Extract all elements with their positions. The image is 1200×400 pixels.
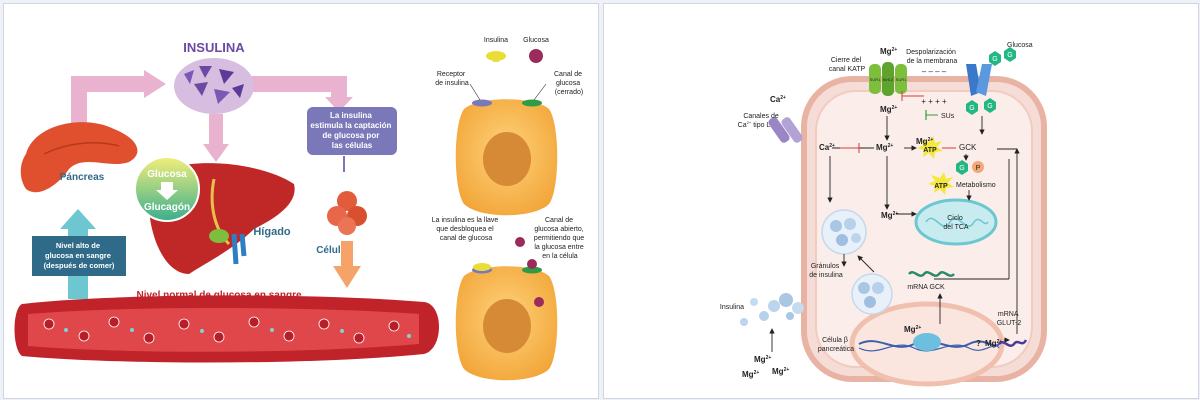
pancreas-label: Páncreas xyxy=(60,172,105,183)
katp-channel xyxy=(869,62,907,96)
calcium-channel xyxy=(768,117,803,143)
nucleus xyxy=(849,301,1005,387)
ca-channels-label: Canales de Ca2+tipo L xyxy=(738,113,781,129)
beta-cell-diagram: Insulina SUR1 Kir6.2 SUR1 Cierre del can… xyxy=(720,42,1047,387)
legend-insulina: Insulina xyxy=(484,37,508,44)
kir62: Kir6.2 xyxy=(883,77,894,82)
gck-label: GCK xyxy=(959,143,977,152)
g5: G xyxy=(959,165,964,172)
pancreas-organ xyxy=(20,122,138,193)
insulin-granules xyxy=(821,209,893,315)
cells-down-arrow xyxy=(333,241,361,288)
glucosa-label: Glucosa xyxy=(147,169,187,180)
g1: G xyxy=(992,56,997,63)
inhibitory-arrows xyxy=(840,91,956,153)
insulina-title: INSULINA xyxy=(183,40,245,55)
mrna-gck-strand xyxy=(908,271,955,277)
glucose-legend-icon xyxy=(529,49,543,63)
celulas-label: Células xyxy=(316,245,352,256)
katp-label: Cierre del canal KATP xyxy=(829,57,866,73)
high-glucose-box xyxy=(32,236,126,276)
pathway-arrows xyxy=(769,116,1020,352)
mitochondrion xyxy=(914,198,998,246)
g2: G xyxy=(1007,52,1012,59)
atp-mid: ATP xyxy=(934,183,948,190)
atp-burst-top xyxy=(917,136,943,159)
mrna-glut2-label: mRNA GLUT-2 xyxy=(997,311,1022,327)
mg-center: Mg2+ xyxy=(876,143,893,152)
secreted-insulin xyxy=(740,293,804,326)
glucagon-label: Glucagón xyxy=(144,202,190,213)
mrna-gck-label: mRNA GCK xyxy=(907,284,945,291)
mg-katp-lower: Mg2+ xyxy=(880,105,897,114)
legend-glucosa: Glucosa xyxy=(523,37,549,44)
mg-outside-2: Mg2+ xyxy=(742,370,759,379)
minus-signs: – – – – xyxy=(922,67,947,76)
ciclo-label: Ciclo del TCA xyxy=(943,215,968,231)
g3: G xyxy=(969,105,974,112)
cell-open-channel xyxy=(455,237,558,381)
higado-label: Hígado xyxy=(253,226,291,238)
insulina-out-label: Insulina xyxy=(720,304,744,311)
stimulus-box xyxy=(307,107,397,155)
g4: G xyxy=(987,103,992,110)
glucose-glucagon-badge xyxy=(134,156,200,222)
p-label: P xyxy=(976,165,981,172)
mg-outside-1: Mg2+ xyxy=(754,355,771,364)
ca-outside: Ca2+ xyxy=(770,95,786,104)
blood-vessel xyxy=(14,295,439,363)
insulin-molecules xyxy=(174,58,254,114)
plus-signs: + + + + xyxy=(921,97,947,106)
mg-mito: Mg2+ xyxy=(881,211,898,220)
cell-closed-channel xyxy=(455,99,558,216)
glucose-transporter xyxy=(966,64,992,96)
depol-label: Despolarización de la membrana xyxy=(906,49,958,65)
cells-cluster xyxy=(327,191,367,235)
receptor-label: Receptor de insulina xyxy=(435,71,469,87)
canal-cerrado-label: Canal de glucosa (cerrado) xyxy=(554,71,584,96)
metabolismo-label: Metabolismo xyxy=(956,182,996,189)
canal-abierto-label: Canal de glucosa abierto, permitiendo qu… xyxy=(534,217,586,260)
question-mark: ? xyxy=(976,339,981,348)
sur1-left: SUR1 xyxy=(870,77,881,82)
mg-outside-3: Mg2+ xyxy=(772,367,789,376)
sur1-right: SUR1 xyxy=(896,77,907,82)
ca-inside: Ca2+ xyxy=(819,143,835,152)
glucose-molecules xyxy=(956,47,1016,175)
beta-cell-panel: Insulina SUR1 Kir6.2 SUR1 Cierre del can… xyxy=(603,3,1199,399)
atp-burst-mid xyxy=(928,172,954,195)
insulin-overview-diagram: INSULINA Páncreas Hígado Glucosa Glucagó… xyxy=(14,37,586,381)
high-glucose-text: Nivel alto de glucosa en sangre (después… xyxy=(44,241,115,270)
mg-atp: Mg2+ xyxy=(916,137,933,146)
mrna-glut2-strand xyxy=(998,339,1028,347)
key-label: La insulina es la llave que desbloquea e… xyxy=(432,217,501,242)
sus-label: SUs xyxy=(941,113,955,120)
stimulus-text: La insulina estimula la captación de glu… xyxy=(310,111,393,150)
atp-top: ATP xyxy=(923,147,937,154)
normal-level-label: Nivel normal de glucosa en sangre xyxy=(136,290,301,301)
glucosa-right-label: Glucosa xyxy=(1007,42,1033,49)
mg-nucleus: Mg2+ xyxy=(904,325,921,334)
granulos-label: Gránulos de insulina xyxy=(809,263,843,279)
phosphate xyxy=(972,161,984,173)
insulin-glucose-panel: INSULINA Páncreas Hígado Glucosa Glucagó… xyxy=(3,3,599,399)
celula-label: Célula β pancreática xyxy=(818,337,854,353)
mg-katp-top: Mg2+ xyxy=(880,47,897,56)
insulin-legend-icon xyxy=(486,51,506,62)
